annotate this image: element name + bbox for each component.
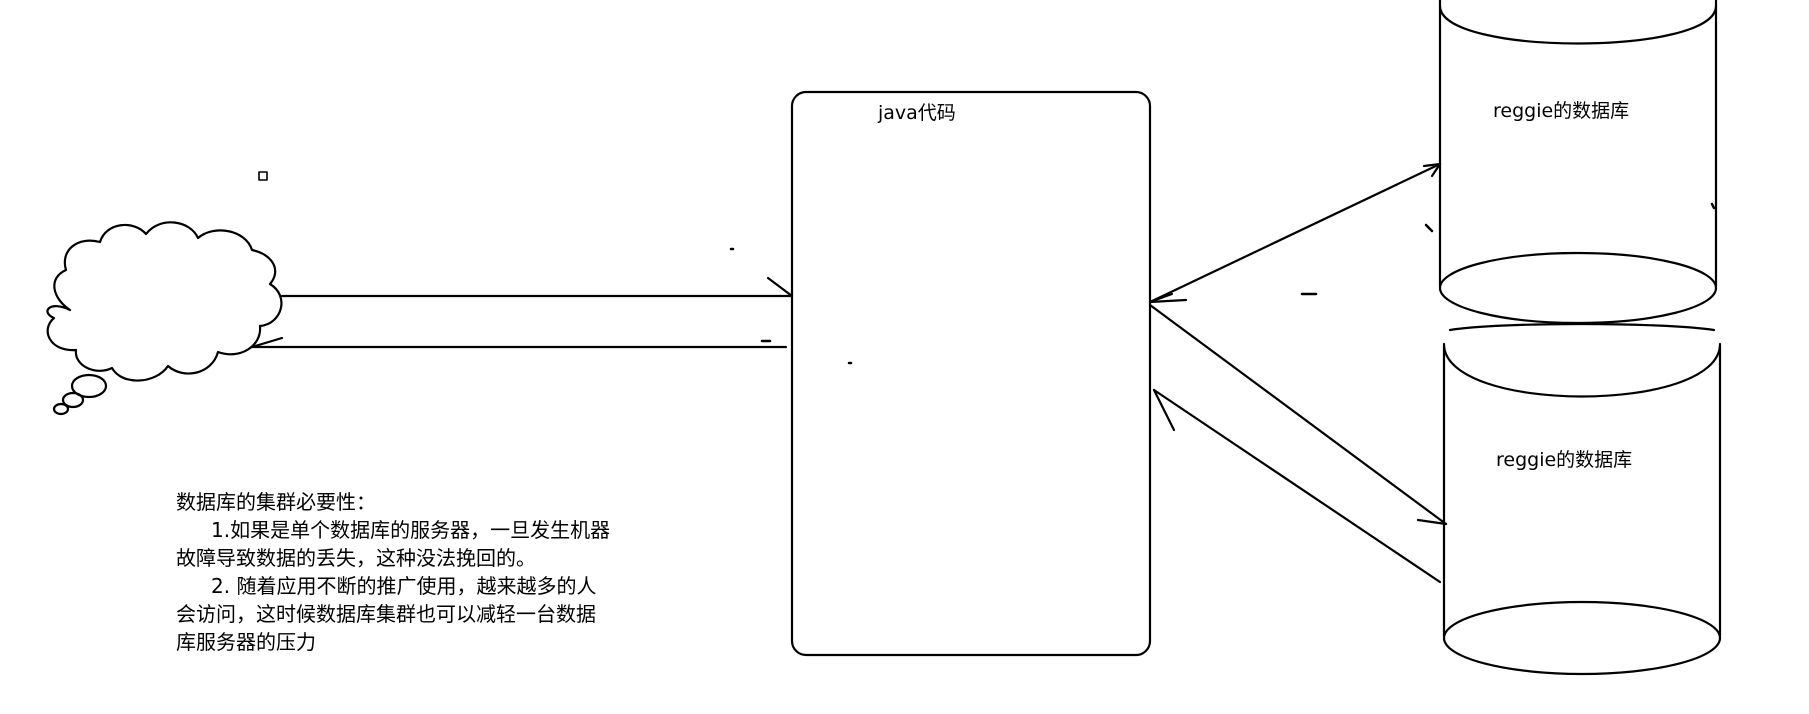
stray-marks xyxy=(729,202,1716,365)
java-code-label: java代码 xyxy=(878,102,956,124)
note-line: 故障导致数据的丢失，这种没法挽回的。 xyxy=(176,546,536,570)
database-cylinder-2 xyxy=(1442,322,1722,676)
request-arrow xyxy=(280,276,794,298)
db1-to-java-arrow xyxy=(1148,292,1188,304)
database-cylinder-1 xyxy=(1438,0,1718,325)
cluster-necessity-note: 数据库的集群必要性： 1.如果是单个数据库的服务器，一旦发生机器 故障导致数据的… xyxy=(176,488,676,656)
db2-to-java-arrow xyxy=(1152,388,1442,584)
note-line: 会访问，这时候数据库集群也可以减轻一台数据 xyxy=(176,602,596,626)
note-line: 1.如果是单个数据库的服务器，一旦发生机器 xyxy=(211,518,611,542)
client-cloud-icon xyxy=(46,221,283,416)
java-to-db1-arrow xyxy=(1148,162,1442,304)
note-title: 数据库的集群必要性： xyxy=(176,490,376,514)
response-arrow xyxy=(250,336,788,349)
stray-square-mark xyxy=(258,171,268,181)
note-line: 库服务器的压力 xyxy=(176,630,316,654)
java-to-db2-arrow xyxy=(1148,303,1448,526)
database-label-1: reggie的数据库 xyxy=(1493,100,1630,122)
java-code-box xyxy=(790,90,1152,657)
database-label-2: reggie的数据库 xyxy=(1496,449,1633,471)
note-line: 2. 随着应用不断的推广使用，越来越多的人 xyxy=(211,574,597,598)
